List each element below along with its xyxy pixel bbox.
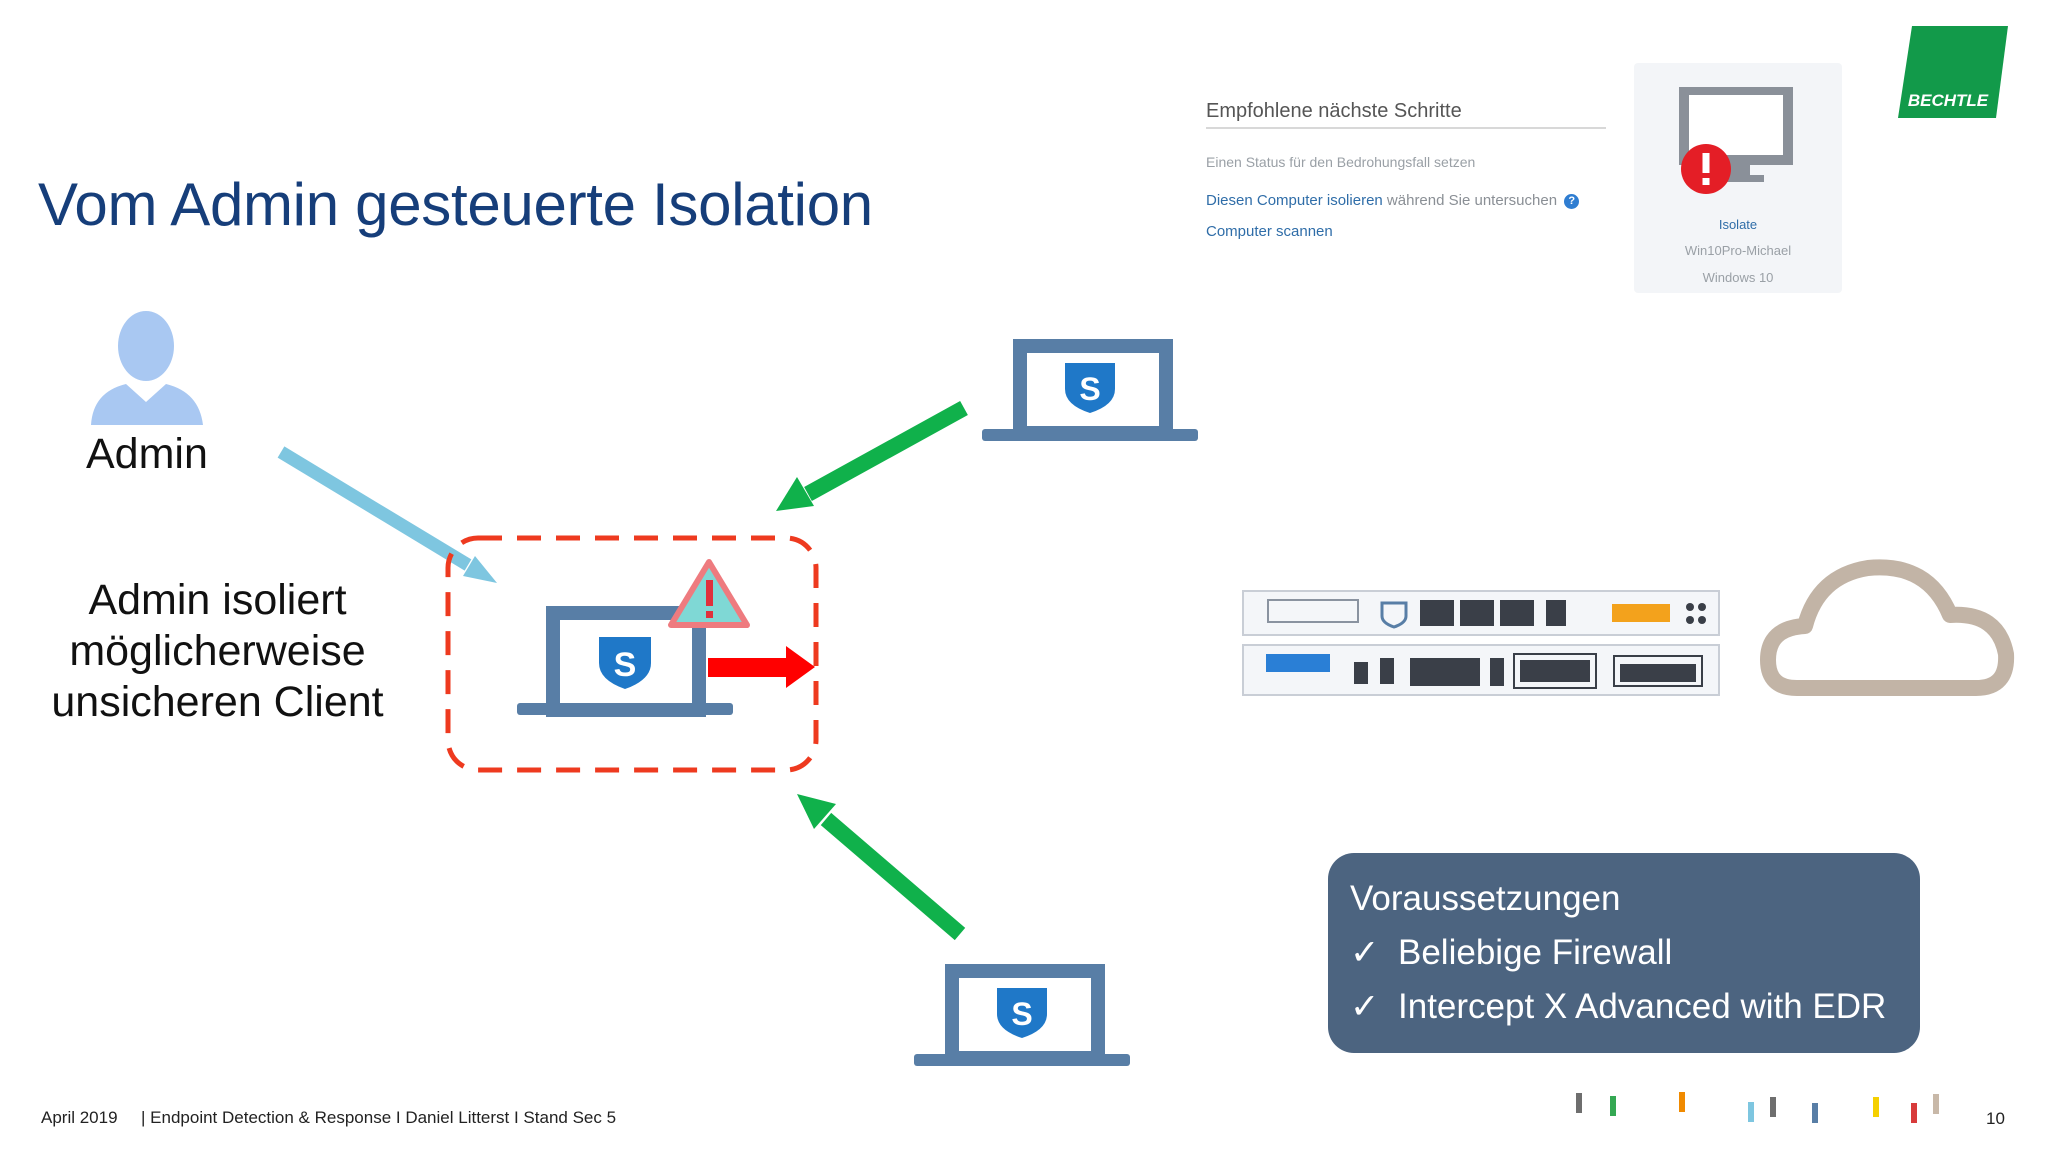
page-title: Vom Admin gesteuerte Isolation — [38, 171, 873, 238]
checkmark-icon: ✓ — [1350, 987, 1380, 1026]
prerequisite-text: Intercept X Advanced with EDR — [1398, 987, 1887, 1026]
green-arrow-top — [776, 400, 968, 511]
svg-text:S: S — [1011, 996, 1032, 1032]
next-steps-panel: Empfohlene nächste Schritte Einen Status… — [1206, 100, 1606, 240]
isolate-computer-link[interactable]: Diesen Computer isolieren — [1206, 192, 1383, 209]
prerequisite-item: ✓ Intercept X Advanced with EDR — [1350, 987, 1886, 1027]
sophos-shield-icon: S — [599, 637, 651, 689]
scan-computer-link[interactable]: Computer scannen — [1206, 223, 1333, 240]
status-marks — [1576, 1092, 1939, 1123]
device-os: Windows 10 — [1702, 270, 1774, 285]
prerequisites-box: Voraussetzungen ✓ Beliebige Firewall ✓ Int… — [1328, 853, 1920, 1053]
page-number: 10 — [1986, 1109, 2005, 1128]
prerequisite-item: ✓ Beliebige Firewall — [1350, 933, 1672, 973]
logo-text: BECHTLE — [1908, 91, 1989, 110]
device-status-label[interactable]: Isolate — [1718, 217, 1758, 232]
firewall-appliance — [1242, 590, 1720, 696]
svg-text:S: S — [1079, 371, 1100, 407]
admin-description: Admin isoliert möglicherweise unsicheren… — [51, 576, 384, 726]
device-card: Isolate Win10Pro-Michael Windows 10 — [1634, 63, 1842, 293]
prerequisites-heading: Voraussetzungen — [1350, 879, 1621, 918]
isolation-boundary — [445, 535, 819, 773]
threat-status-text: Einen Status für den Bedrohungsfall setz… — [1206, 154, 1476, 170]
footer-text: | Endpoint Detection & Response I Daniel… — [141, 1108, 617, 1127]
admin-arrow — [277, 446, 497, 583]
device-name: Win10Pro-Michael — [1684, 243, 1792, 258]
footer-date: April 2019 — [41, 1108, 118, 1127]
admin-label: Admin — [86, 430, 208, 478]
user-icon — [91, 311, 203, 425]
next-steps-heading: Empfohlene nächste Schritte — [1206, 100, 1606, 129]
sophos-shield-icon: S — [997, 988, 1047, 1038]
sophos-shield-icon: S — [1065, 363, 1115, 413]
laptop-icon — [517, 606, 733, 717]
cloud-icon — [1760, 559, 2015, 696]
green-arrow-bottom — [797, 794, 966, 941]
help-icon[interactable]: ? — [1564, 194, 1580, 209]
blocked-traffic-arrow — [708, 646, 815, 688]
monitor-alert-icon — [1679, 87, 1793, 194]
checkmark-icon: ✓ — [1350, 933, 1380, 972]
isolate-link-suffix: während Sie untersuchen — [1386, 192, 1558, 209]
footer: April 2019 | Endpoint Detection & Respon… — [41, 1108, 616, 1128]
prerequisite-text: Beliebige Firewall — [1398, 933, 1673, 972]
warning-triangle-icon — [668, 559, 750, 628]
bechtle-logo: BECHTLE — [1898, 26, 2008, 118]
svg-text:S: S — [614, 646, 637, 684]
